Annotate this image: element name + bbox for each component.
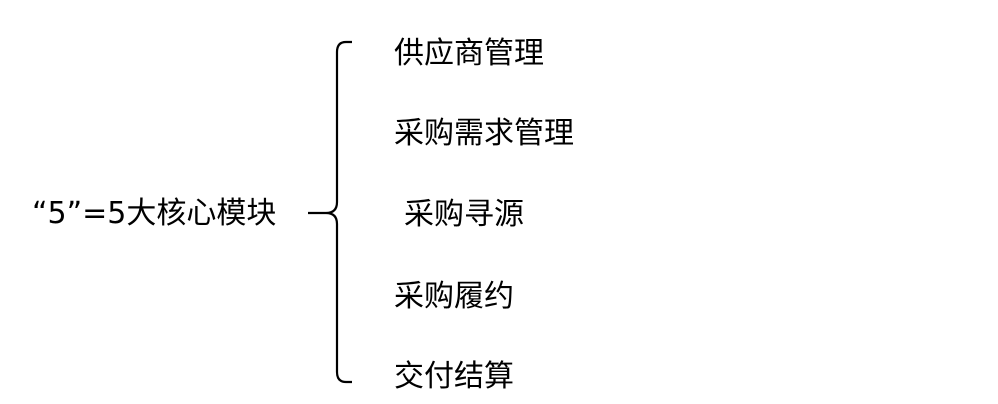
child-node-delivery-settlement: 交付结算 <box>394 359 514 394</box>
root-node-label: “5”=5大核心模块 <box>32 196 277 231</box>
child-node-procurement-demand-management: 采购需求管理 <box>394 116 574 151</box>
child-node-procurement-sourcing: 采购寻源 <box>404 197 524 232</box>
brace-path <box>325 40 352 384</box>
child-node-procurement-fulfillment: 采购履约 <box>394 279 514 314</box>
child-node-supplier-management: 供应商管理 <box>394 36 544 71</box>
curly-brace-connector <box>308 40 352 384</box>
